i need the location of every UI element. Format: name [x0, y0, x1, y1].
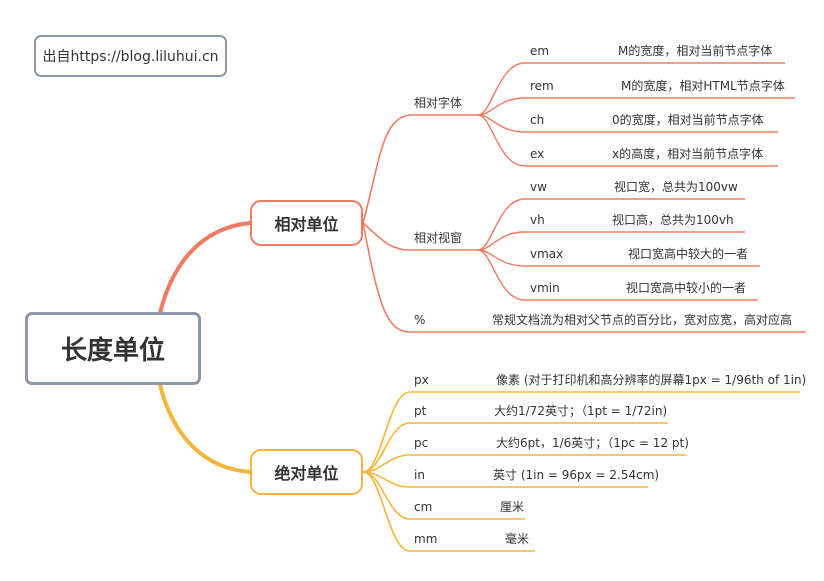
leaf-desc-in: 英寸 (1in = 96px = 2.54cm) — [493, 468, 660, 482]
leaf-unit-px: px — [414, 373, 429, 387]
connector-absolute-leaf — [362, 471, 411, 520]
leaf-unit-ch: ch — [530, 113, 545, 127]
connector-viewport-leaf — [477, 231, 526, 251]
leaf-unit-mm: mm — [414, 532, 438, 546]
leaf-desc-pt: 大约1/72英寸；（1pt = 1/72in) — [494, 404, 668, 418]
leaf-desc-em: M的宽度，相对当前节点字体 — [618, 44, 773, 58]
root-label: 长度单位 — [60, 336, 165, 366]
absolute-units-label: 绝对单位 — [274, 464, 339, 483]
connector-viewport-leaf — [477, 198, 526, 251]
leaf-desc-cm: 厘米 — [500, 500, 525, 514]
leaf-unit-pc: pc — [414, 436, 429, 450]
absolute-units-node: 绝对单位 — [250, 449, 363, 495]
connector-font-leaf — [477, 62, 526, 116]
leaf-desc-ex: x的高度，相对当前节点字体 — [612, 147, 764, 161]
connector-font-leaf — [477, 97, 526, 116]
connector-font-leaf — [477, 114, 526, 167]
leaf-unit-in: in — [414, 468, 425, 482]
viewport-relative-group-label: 相对视窗 — [414, 231, 463, 245]
connector-relative-font — [362, 114, 411, 224]
root-node: 长度单位 — [25, 312, 201, 385]
connector-viewport-leaf — [477, 249, 526, 301]
leaf-unit-rem: rem — [530, 79, 554, 93]
connector-viewport-leaf — [477, 249, 526, 267]
source-note-text: 出自https://blog.liluhui.cn — [42, 49, 219, 65]
leaf-unit-ex: ex — [530, 147, 545, 161]
leaf-unit-pt: pt — [414, 404, 427, 418]
connector-absolute-leaf — [362, 422, 411, 473]
connector-absolute-leaf — [362, 471, 411, 552]
leaf-unit-vh: vh — [530, 213, 545, 227]
connector-font-leaf — [477, 114, 526, 133]
leaf-unit-vw: vw — [530, 180, 547, 194]
leaf-unit-em: em — [530, 44, 550, 58]
leaf-desc-pc: 大约6pt，1/6英寸；（1pc = 12 pt) — [496, 436, 689, 450]
relative-units-node: 相对单位 — [250, 200, 363, 246]
leaf-desc-vh: 视口高，总共为100vh — [612, 213, 734, 227]
leaf-desc-vmin: 视口宽高中较小的一者 — [626, 281, 747, 295]
leaf-desc-percent: 常规文档流为相对父节点的百分比，宽对应宽，高对应高 — [492, 313, 793, 327]
leaf-unit-cm: cm — [414, 500, 433, 514]
connector-root-absolute — [158, 383, 252, 474]
leaf-desc-vmax: 视口宽高中较大的一者 — [628, 247, 749, 261]
leaf-desc-px: 像素 (对于打印机和高分辨率的屏幕1px = 1/96th of 1in) — [496, 373, 807, 387]
leaf-unit-vmin: vmin — [530, 281, 560, 295]
leaf-desc-ch: 0的宽度，相对当前节点字体 — [612, 113, 764, 127]
leaf-unit-percent: % — [414, 313, 426, 327]
connector-root-relative — [158, 221, 252, 315]
relative-units-label: 相对单位 — [274, 215, 339, 234]
leaf-desc-rem: M的宽度，相对HTML节点字体 — [621, 79, 785, 93]
font-relative-group-label: 相对字体 — [414, 96, 463, 110]
source-note: 出自https://blog.liluhui.cn — [34, 35, 227, 77]
leaf-desc-vw: 视口宽，总共为100vw — [614, 180, 738, 194]
connector-absolute-leaf — [362, 391, 411, 473]
leaf-desc-mm: 毫米 — [505, 532, 530, 546]
leaf-unit-vmax: vmax — [530, 247, 564, 261]
connector-relative-percent — [362, 222, 411, 333]
connector-relative-viewport — [362, 222, 411, 251]
